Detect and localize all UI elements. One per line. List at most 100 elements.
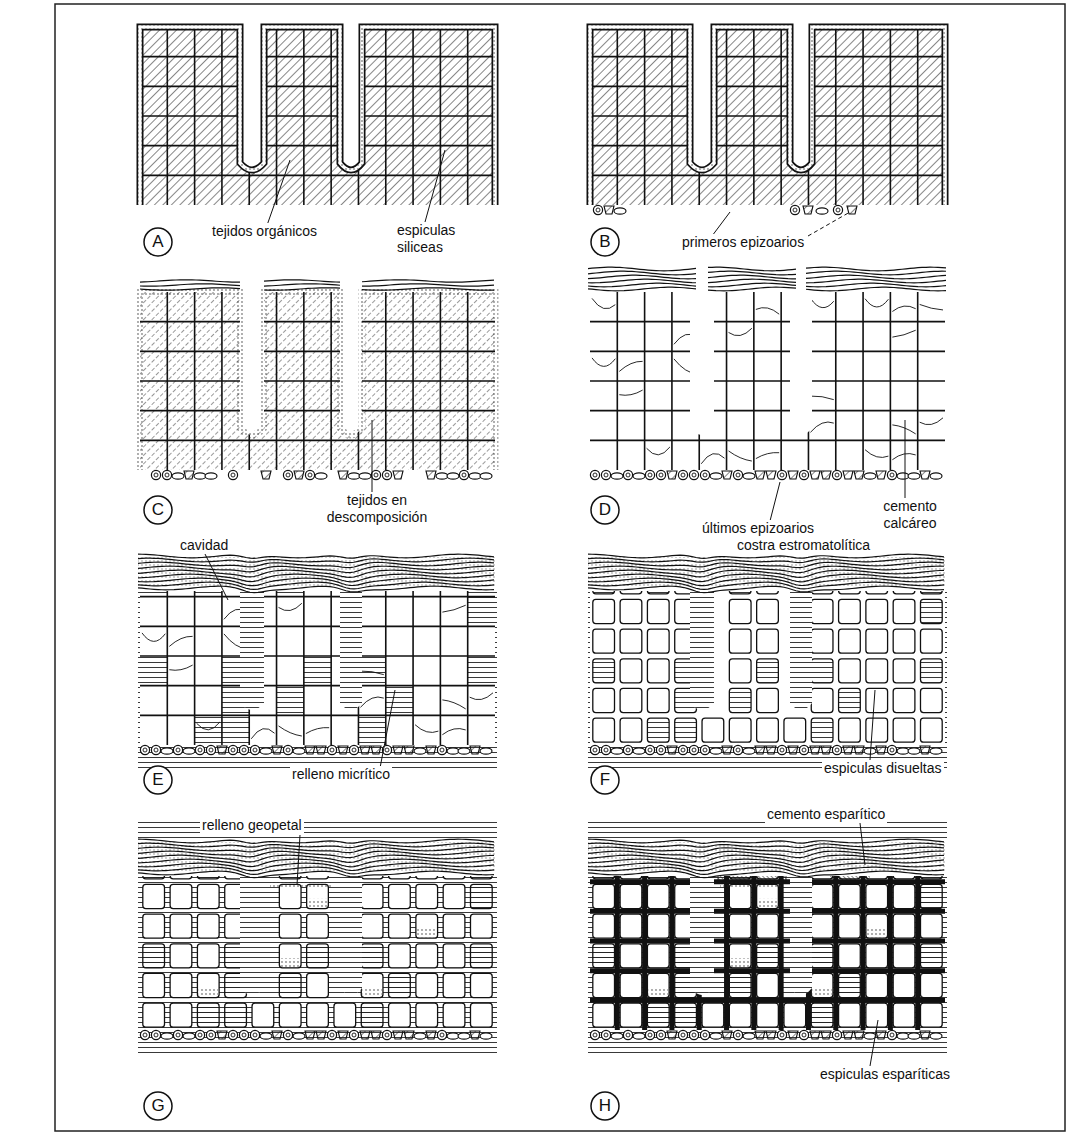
illustration-part: [154, 1033, 158, 1037]
illustration-part: [459, 470, 468, 479]
illustration-part: [893, 599, 915, 623]
illustration-part: [865, 299, 888, 307]
illustration-part: [799, 1030, 808, 1039]
illustration-part: [647, 973, 669, 997]
illustration-part: [590, 969, 945, 972]
illustration-part: [143, 1033, 147, 1037]
illustration-part: [893, 718, 915, 742]
annotation-label: tejidos orgánicos: [210, 223, 319, 240]
illustration-part: [138, 843, 494, 847]
illustration-part: [876, 1031, 886, 1039]
illustration-part: [729, 629, 751, 653]
illustration-part: [920, 659, 942, 683]
illustration-part: [279, 1003, 301, 1027]
illustration-part: [710, 1033, 722, 1039]
spicule-grid: [593, 570, 942, 742]
illustration-part: [917, 15, 919, 210]
illustration-part: [920, 304, 943, 309]
illustration-part: [847, 206, 857, 214]
sponge-panel: [588, 267, 946, 479]
illustration-part: [890, 473, 894, 477]
illustration-part: [362, 280, 494, 282]
illustration-part: [620, 659, 642, 683]
illustration-part: [426, 746, 436, 754]
illustration-part: [590, 27, 945, 205]
illustration-part: [920, 973, 942, 997]
illustration-part: [839, 629, 861, 653]
illustration-part: [784, 1003, 806, 1027]
illustration-part: [593, 688, 615, 712]
illustration-part: [700, 470, 709, 479]
illustration-part: [893, 688, 915, 712]
illustration-part: [140, 284, 240, 286]
illustration-part: [426, 1031, 436, 1039]
illustration-part: [832, 470, 841, 479]
illustration-part: [590, 86, 945, 88]
leader-line: [265, 160, 290, 231]
illustration-part: [588, 553, 947, 591]
illustration-part: [184, 471, 194, 479]
illustration-part: [698, 15, 700, 210]
illustration-part: [887, 470, 896, 479]
illustration-part: [242, 1033, 246, 1037]
illustration-part: [138, 847, 494, 852]
illustration-part: [788, 471, 798, 479]
illustration-part: [198, 748, 202, 752]
illustration-part: [183, 748, 195, 754]
illustration-part: [590, 940, 945, 943]
illustration-part: [590, 145, 945, 147]
illustration-part: [908, 473, 920, 479]
illustration-part: [865, 450, 888, 458]
illustration-part: [777, 470, 786, 479]
illustration-part: [389, 1003, 411, 1027]
illustration-part: [839, 688, 861, 712]
panel-letter: A: [143, 227, 173, 257]
illustration-part: [692, 473, 696, 477]
illustration-part: [167, 280, 169, 475]
illustration-part: [678, 1030, 687, 1039]
illustration-part: [468, 597, 495, 627]
panel-letter: C: [143, 495, 173, 525]
illustration-part: [279, 603, 302, 610]
illustration-part: [162, 470, 171, 479]
illustration-part: [327, 1030, 336, 1039]
illustration-part: [588, 562, 944, 567]
illustration-part: [143, 914, 165, 938]
illustration-part: [743, 1033, 755, 1039]
illustration-part: [816, 208, 828, 214]
illustration-part: [701, 454, 724, 464]
illustration-part: [755, 1031, 765, 1039]
figure-frame: [55, 4, 1065, 1131]
illustration-part: [726, 280, 728, 475]
illustration-part: [620, 944, 642, 968]
annotation-label: tejidos en descomposición: [315, 492, 439, 526]
illustration-part: [352, 1033, 356, 1037]
illustration-part: [404, 1031, 414, 1039]
illustration-part: [385, 280, 387, 475]
panel-letter: G: [143, 1091, 173, 1121]
illustration-part: [222, 715, 249, 745]
illustration-part: [803, 206, 813, 214]
illustration-part: [404, 746, 414, 754]
illustration-part: [633, 1033, 645, 1039]
illustration-part: [225, 973, 247, 997]
illustration-part: [225, 914, 247, 938]
annotation-label: espiculas esparíticas: [818, 1066, 952, 1083]
illustration-part: [588, 283, 696, 287]
illustration-part: [361, 973, 383, 997]
illustration-part: [729, 944, 751, 968]
circle-shape: [144, 766, 172, 794]
illustration-part: [689, 1030, 698, 1039]
illustration-part: [703, 748, 707, 752]
illustration-part: [279, 914, 301, 938]
illustration-part: [678, 745, 687, 754]
illustration-part: [360, 1031, 370, 1039]
illustration-part: [374, 473, 378, 477]
illustration-part: [806, 287, 946, 291]
illustration-part: [681, 473, 685, 477]
illustration-part: [140, 715, 495, 717]
sponge-panel: [140, 280, 495, 480]
illustration-part: [279, 726, 302, 736]
illustration-part: [352, 748, 356, 752]
